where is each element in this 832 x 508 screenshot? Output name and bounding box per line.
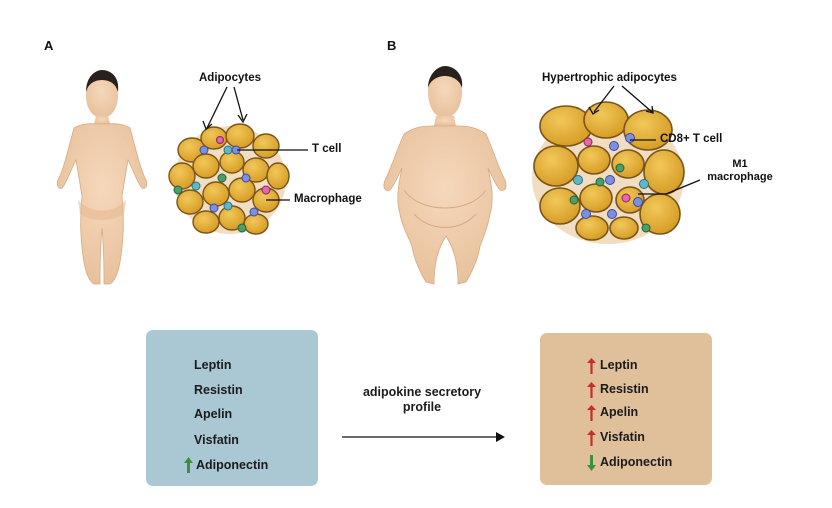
obese-marker-visfatin: Visfatin xyxy=(600,430,645,444)
lean-marker-resistin: Resistin xyxy=(194,383,243,397)
lean-adipose-cluster xyxy=(168,123,290,235)
panel-letter-b: B xyxy=(387,38,397,53)
caption-line2: profile xyxy=(402,400,442,414)
up-arrow-icon xyxy=(587,382,596,398)
obese-marker-apelin: Apelin xyxy=(600,405,639,419)
lean-marker-leptin: Leptin xyxy=(194,358,232,372)
label-m1-macrophage: M1 macrophage xyxy=(700,158,780,184)
transition-arrow xyxy=(342,432,505,442)
obese-marker-resistin: Resistin xyxy=(600,382,649,396)
up-arrow-icon xyxy=(587,430,596,446)
panel-letter-a: A xyxy=(44,38,54,53)
lean-marker-visfatin: Visfatin xyxy=(194,433,239,447)
label-cd8-t-cell: CD8+ T cell xyxy=(660,133,723,145)
label-hypertrophic-adipocytes: Hypertrophic adipocytes xyxy=(542,72,677,84)
obese-adipokine-box: Leptin Resistin Apelin Visfatin Adiponec… xyxy=(540,333,712,485)
panel-a-leader-lines xyxy=(202,86,308,201)
label-m1-line2: macrophage xyxy=(707,171,773,183)
obese-hair xyxy=(428,66,463,88)
label-adipocytes: Adipocytes xyxy=(199,72,261,84)
label-m1-line1: M1 xyxy=(732,158,748,170)
label-macrophage: Macrophage xyxy=(294,193,362,205)
label-t-cell: T cell xyxy=(312,143,342,155)
up-arrow-icon xyxy=(587,358,596,374)
obese-marker-adiponectin: Adiponectin xyxy=(600,455,673,469)
up-arrow-icon xyxy=(587,405,596,421)
lean-hair xyxy=(86,70,119,92)
lean-marker-adiponectin: Adiponectin xyxy=(196,458,269,472)
lean-adipokine-box: Leptin Resistin Apelin Visfatin Adiponec… xyxy=(146,330,318,486)
up-arrow-icon xyxy=(184,457,193,473)
obese-adipose-cluster xyxy=(532,101,685,244)
panel-b-leader-lines xyxy=(588,85,701,195)
down-arrow-icon xyxy=(587,455,596,471)
obese-marker-leptin: Leptin xyxy=(600,358,638,372)
lean-marker-apelin: Apelin xyxy=(194,407,233,421)
obese-human-figure xyxy=(383,66,507,285)
lean-human-figure xyxy=(56,70,148,285)
transition-caption: adipokine secretory profile xyxy=(352,385,492,415)
caption-line1: adipokine secretory xyxy=(362,385,482,399)
